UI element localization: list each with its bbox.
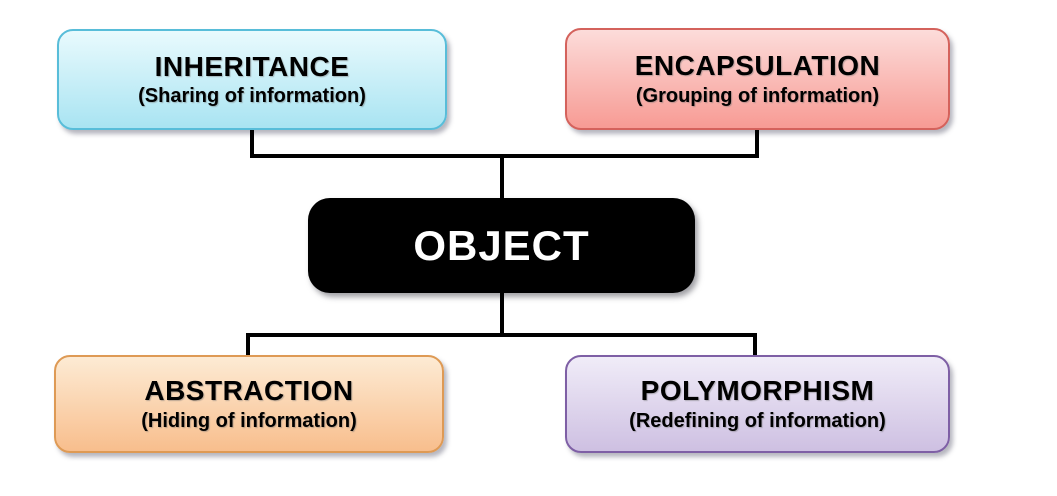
node-polymorphism: POLYMORPHISM (Redefining of information): [565, 355, 950, 453]
node-polymorphism-title: POLYMORPHISM: [640, 375, 875, 407]
node-abstraction: ABSTRACTION (Hiding of information): [54, 355, 444, 453]
connector-object-to-bottom: [500, 291, 504, 337]
connector-inheritance-stub: [250, 130, 254, 158]
connector-polymorphism-stub: [753, 333, 757, 359]
node-abstraction-subtitle: (Hiding of information): [141, 409, 357, 432]
node-encapsulation-subtitle: (Grouping of information): [635, 84, 880, 107]
node-inheritance: INHERITANCE (Sharing of information): [57, 29, 447, 130]
connector-abstraction-stub: [246, 333, 250, 359]
node-abstraction-title: ABSTRACTION: [144, 375, 354, 407]
connector-top-to-object: [500, 156, 504, 200]
node-object-label: OBJECT: [413, 221, 590, 269]
node-encapsulation-title: ENCAPSULATION: [634, 50, 881, 82]
connector-encapsulation-stub: [755, 130, 759, 158]
node-polymorphism-subtitle: (Redefining of information): [629, 409, 886, 432]
node-inheritance-subtitle: (Sharing of information): [138, 85, 366, 108]
node-inheritance-title: INHERITANCE: [154, 50, 350, 82]
node-object: OBJECT: [308, 198, 695, 293]
node-encapsulation: ENCAPSULATION (Grouping of information): [565, 28, 950, 130]
connector-bottom-horizontal: [246, 333, 757, 337]
connector-top-horizontal: [250, 154, 759, 158]
